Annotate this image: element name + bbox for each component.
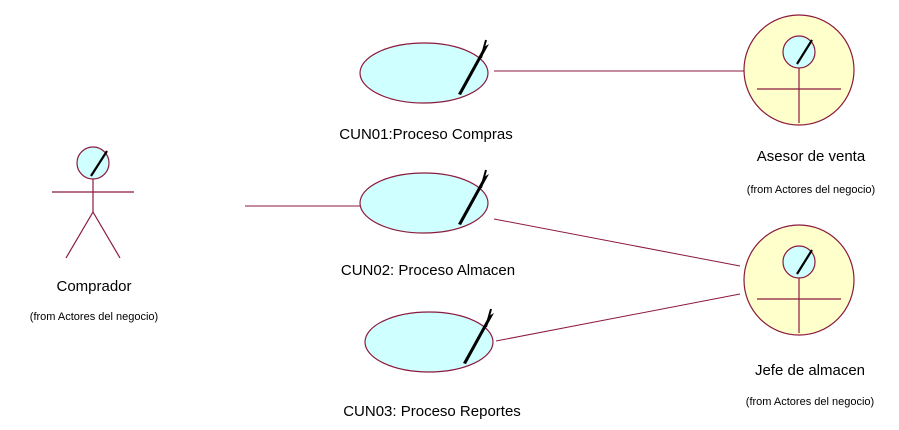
business-worker-jefe-icon[interactable] — [743, 224, 855, 336]
use-case-cun01-label: CUN01:Proceso Compras — [339, 126, 513, 143]
use-case-cun02-label: CUN02: Proceso Almacen — [340, 262, 516, 279]
actor-comprador-from: (from Actores del negocio) — [29, 311, 159, 323]
actor-asesor-from: (from Actores del negocio) — [746, 184, 876, 196]
actor-asesor-name: Asesor de venta — [756, 148, 866, 165]
association-reportes-jefe — [495, 293, 741, 342]
business-actor-comprador-icon[interactable] — [52, 146, 134, 259]
association-almacen-jefe — [493, 218, 741, 267]
actor-jefe-name: Jefe de almacen — [754, 362, 866, 379]
actor-jefe-from: (from Actores del negocio) — [745, 396, 875, 408]
use-case-cun02[interactable] — [359, 169, 489, 234]
actor-comprador-name: Comprador — [56, 278, 132, 295]
use-case-cun01[interactable] — [359, 39, 489, 104]
business-worker-asesor-icon[interactable] — [743, 14, 855, 126]
use-case-cun03-label: CUN03: Proceso Reportes — [343, 403, 521, 420]
use-case-cun03[interactable] — [364, 308, 494, 373]
